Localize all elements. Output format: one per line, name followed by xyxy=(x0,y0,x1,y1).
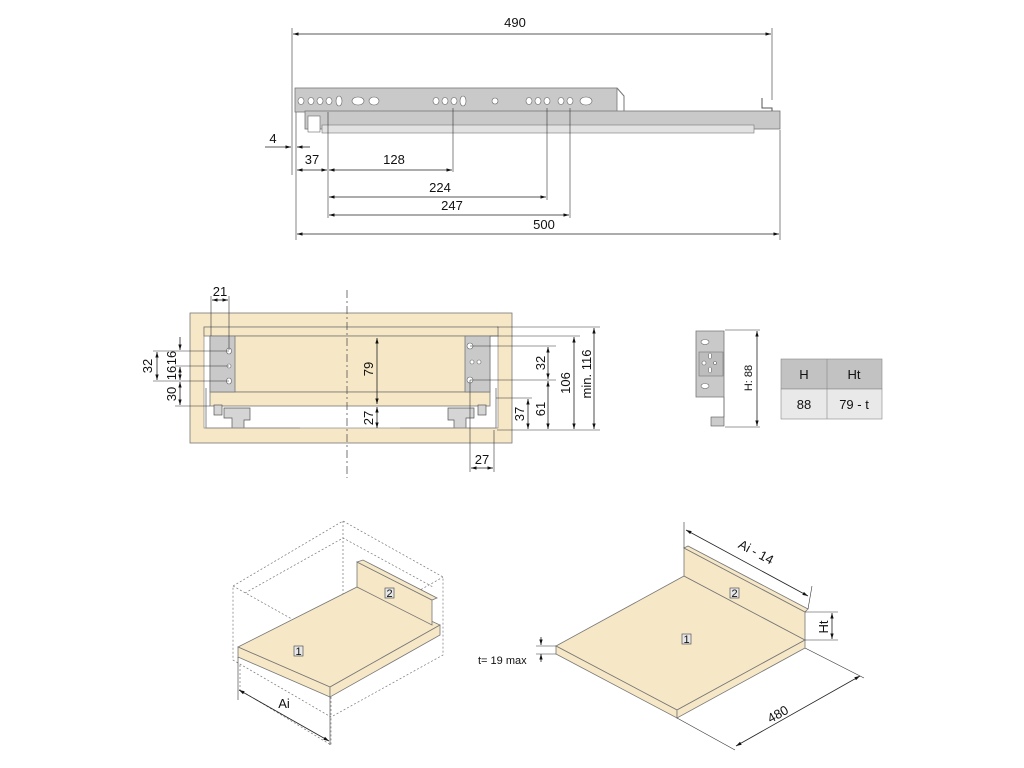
dim-106: 106 xyxy=(558,372,573,394)
front-view: 21 32 16 16 30 79 27 32 61 37 106 mi xyxy=(140,284,600,478)
side-view: 490 4 37 128 224 247 500 xyxy=(265,15,781,240)
dim-247: 247 xyxy=(441,198,463,213)
dim-61: 61 xyxy=(533,402,548,416)
dim-27-center: 27 xyxy=(361,411,376,425)
label-thickness: t= 19 max xyxy=(478,655,527,667)
table-cell-h: 88 xyxy=(797,397,811,412)
part-1-label-right: 1 xyxy=(683,634,689,646)
table-cell-ht: 79 - t xyxy=(839,397,869,412)
part-1-label-left: 1 xyxy=(295,646,301,658)
label-480: 480 xyxy=(765,702,791,726)
dim-37-front: 37 xyxy=(512,407,527,421)
iso-cabinet-drawer: 1 2 Ai xyxy=(232,520,444,746)
slide-body xyxy=(294,87,781,134)
dim-490: 490 xyxy=(504,15,526,30)
dim-128: 128 xyxy=(383,152,405,167)
iso-drawer-bottom: 1 2 Ai - 14 Ht t= 19 max 480 xyxy=(478,522,865,751)
dim-21: 21 xyxy=(213,284,227,299)
label-ai: Ai xyxy=(278,696,290,711)
dim-16-a: 16 xyxy=(164,351,179,365)
dim-224: 224 xyxy=(429,180,451,195)
dim-500: 500 xyxy=(533,217,555,232)
bracket-height-label: H: 88 xyxy=(743,365,755,391)
part-2-label-right: 2 xyxy=(731,588,737,600)
dim-30: 30 xyxy=(164,387,179,401)
dim-32-right: 32 xyxy=(533,356,548,370)
dim-32-left: 32 xyxy=(140,359,155,373)
front-bracket: H: 88 xyxy=(695,329,760,428)
dim-16-b: 16 xyxy=(164,366,179,380)
dim-79: 79 xyxy=(361,362,376,376)
dimension-table: H Ht 88 79 - t xyxy=(780,358,883,420)
dim-37: 37 xyxy=(305,152,319,167)
label-ai-minus-14: Ai - 14 xyxy=(736,537,776,568)
table-header-h: H xyxy=(799,367,808,382)
part-2-label-left: 2 xyxy=(386,588,392,600)
dim-27-bottom: 27 xyxy=(475,452,489,467)
table-header-ht: Ht xyxy=(848,367,861,382)
dim-4: 4 xyxy=(269,131,276,146)
label-ht: Ht xyxy=(816,620,831,633)
dim-min-116: min. 116 xyxy=(579,350,594,399)
